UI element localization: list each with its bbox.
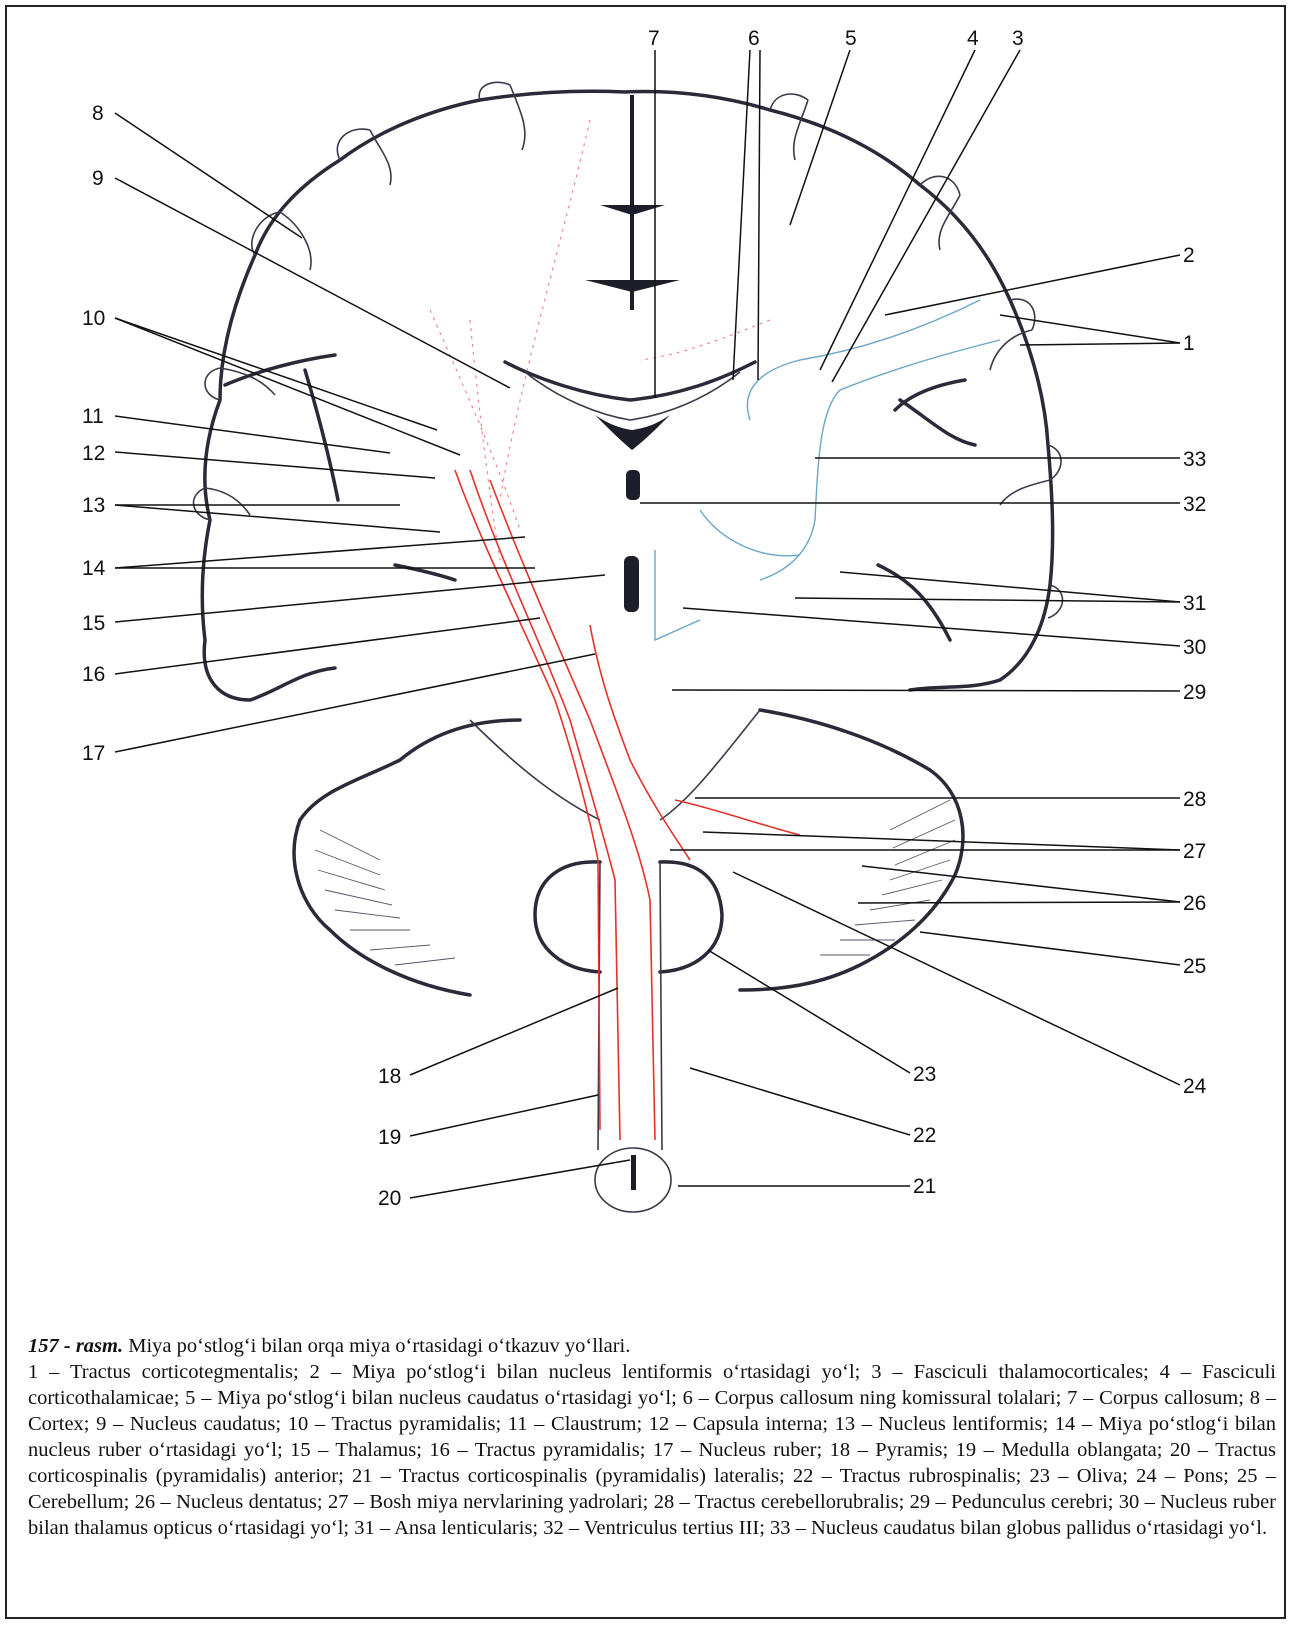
leader-lines xyxy=(115,50,1180,1198)
caption-body: 1 – Tractus corticotegmentalis; 2 – Miya… xyxy=(28,1361,1276,1539)
label-16: 16 xyxy=(82,663,105,686)
label-20: 20 xyxy=(378,1187,401,1210)
caption-subtitle: Miya po‘stlog‘i bilan orqa miya o‘rtasid… xyxy=(128,1335,630,1357)
label-19: 19 xyxy=(378,1126,401,1149)
label-2: 2 xyxy=(1183,244,1195,267)
label-29: 29 xyxy=(1183,681,1206,704)
figure-caption: 157 - rasm. Miya po‘stlog‘i bilan orqa m… xyxy=(28,1333,1276,1541)
label-4: 4 xyxy=(967,27,979,50)
label-18: 18 xyxy=(378,1065,401,1088)
label-33: 33 xyxy=(1183,448,1206,471)
label-7: 7 xyxy=(648,27,660,50)
label-22: 22 xyxy=(913,1124,936,1147)
label-9: 9 xyxy=(92,167,104,190)
label-28: 28 xyxy=(1183,788,1206,811)
label-25: 25 xyxy=(1183,955,1206,978)
label-8: 8 xyxy=(92,102,104,125)
label-27: 27 xyxy=(1183,840,1206,863)
label-14: 14 xyxy=(82,557,106,580)
label-26: 26 xyxy=(1183,892,1206,915)
pathway-fibers xyxy=(430,120,1000,1140)
label-3: 3 xyxy=(1012,27,1024,50)
label-6: 6 xyxy=(748,27,760,50)
label-10: 10 xyxy=(82,307,105,330)
label-17: 17 xyxy=(82,742,105,765)
label-11: 11 xyxy=(82,405,104,428)
lateral-fissures xyxy=(225,355,975,640)
brain-pathways-diagram: 1 2 3 4 5 6 7 8 9 10 11 12 13 14 15 16 1… xyxy=(0,0,1300,1300)
label-24: 24 xyxy=(1183,1075,1207,1098)
label-21: 21 xyxy=(913,1175,936,1198)
midline-structures xyxy=(505,95,755,612)
label-1: 1 xyxy=(1183,332,1195,355)
label-23: 23 xyxy=(913,1063,936,1086)
label-15: 15 xyxy=(82,612,105,635)
label-5: 5 xyxy=(845,27,857,50)
label-32: 32 xyxy=(1183,493,1206,516)
label-12: 12 xyxy=(82,442,105,465)
caption-title: 157 - rasm. xyxy=(28,1335,123,1357)
label-13: 13 xyxy=(82,494,105,517)
label-30: 30 xyxy=(1183,636,1206,659)
label-31: 31 xyxy=(1183,592,1206,615)
